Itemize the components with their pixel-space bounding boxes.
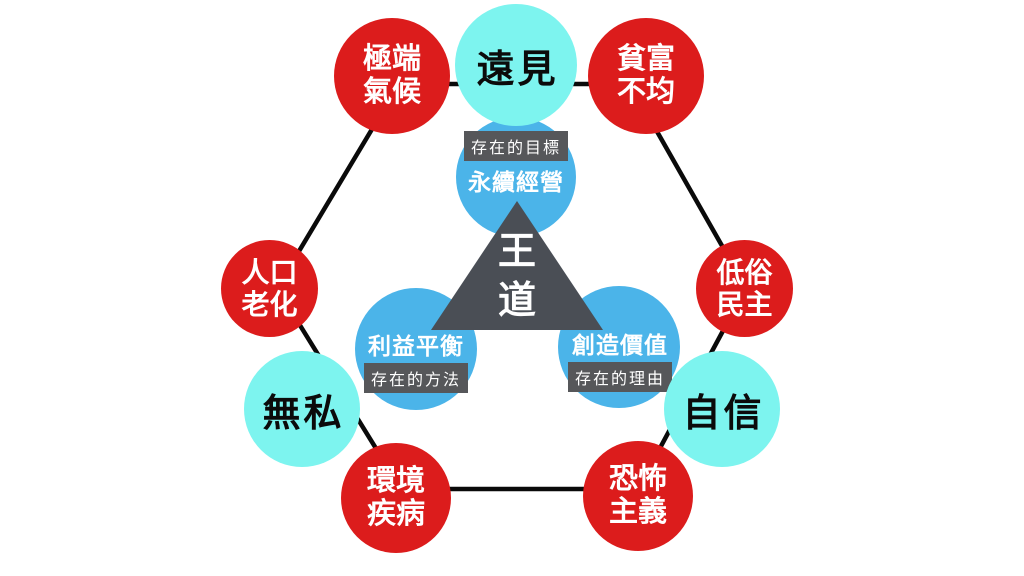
principle-sustainability-label: 永續經營 bbox=[468, 169, 564, 195]
triangle-title-char-2: 道 bbox=[497, 279, 536, 322]
existence-method-tag: 存在的方法 bbox=[363, 363, 468, 393]
principle-value-label: 創造價值 bbox=[572, 332, 668, 358]
principle-purpose-group: 存在的目標 永續經營 bbox=[426, 131, 606, 197]
node-label: 環境 疾病 bbox=[366, 464, 425, 530]
principle-method-group: 利益平衡 存在的方法 bbox=[326, 327, 506, 393]
node-label: 人口 老化 bbox=[241, 256, 298, 320]
node-label: 無私 bbox=[262, 392, 345, 435]
node-aging-population: 人口 老化 bbox=[221, 240, 318, 337]
node-selflessness: 無私 bbox=[244, 351, 360, 467]
node-self-confidence: 自信 bbox=[664, 351, 780, 467]
node-vulgar-democracy: 低俗 民主 bbox=[696, 240, 793, 337]
existence-purpose-tag: 存在的目標 bbox=[463, 131, 568, 161]
principle-balance-label: 利益平衡 bbox=[368, 333, 464, 359]
principle-reason-group: 創造價值 存在的理由 bbox=[530, 326, 710, 392]
node-label: 極端 氣候 bbox=[362, 42, 421, 108]
node-extreme-climate: 極端 氣候 bbox=[334, 18, 450, 134]
triangle-shape bbox=[431, 201, 603, 330]
node-foresight: 遠見 bbox=[455, 4, 577, 126]
node-label: 低俗 民主 bbox=[716, 256, 773, 320]
node-environmental-disease: 環境 疾病 bbox=[341, 443, 451, 553]
triangle-title-char-1: 王 bbox=[497, 231, 536, 273]
node-wealth-inequality: 貧富 不均 bbox=[588, 18, 704, 134]
node-terrorism: 恐怖 主義 bbox=[583, 441, 693, 551]
node-label: 貧富 不均 bbox=[616, 42, 675, 108]
triangle-title: 王 道 bbox=[467, 228, 567, 325]
existence-reason-tag: 存在的理由 bbox=[567, 362, 672, 392]
node-label: 自信 bbox=[682, 392, 765, 435]
node-label: 遠見 bbox=[476, 48, 559, 91]
node-label: 恐怖 主義 bbox=[608, 462, 667, 528]
